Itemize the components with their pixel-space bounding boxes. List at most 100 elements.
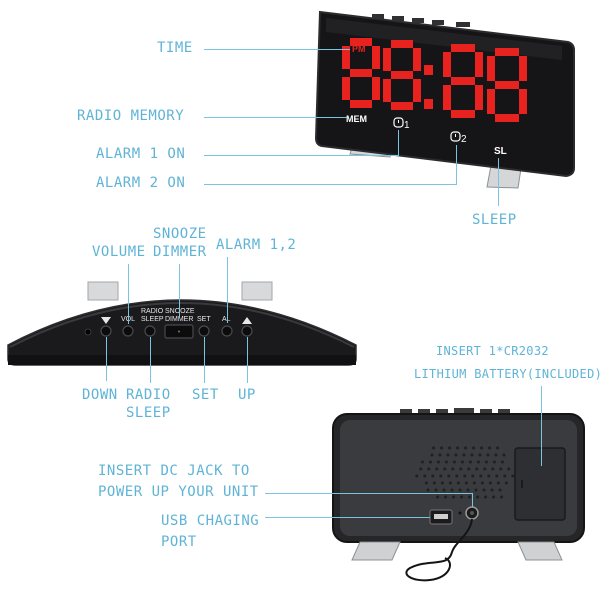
grille-hole [415, 474, 419, 478]
digit-4 [487, 48, 527, 122]
grille-hole [502, 453, 506, 457]
segment [342, 77, 350, 100]
grille-hole [428, 460, 432, 464]
grille-hole [435, 467, 439, 471]
leader-time [204, 49, 350, 50]
segment [475, 85, 483, 110]
grille-hole [443, 467, 447, 471]
alarm1-number: 1 [404, 120, 410, 131]
segment [495, 114, 519, 122]
segment [383, 48, 391, 71]
grille-hole [448, 446, 452, 450]
label-dc-line2: POWER UP YOUR UNIT [98, 484, 259, 500]
grille-hole [467, 467, 471, 471]
grille-hole [452, 495, 456, 499]
led-digits [342, 38, 527, 122]
grille-hole [460, 495, 464, 499]
print-sleep: SLEEP [141, 316, 164, 323]
pm-indicator: PM [352, 44, 366, 54]
leader-dc-v [472, 493, 473, 507]
grille-hole [484, 495, 488, 499]
grille-hole [450, 488, 454, 492]
segment [372, 77, 380, 100]
alarm2-number: 2 [461, 134, 467, 145]
top-view: VOL RADIO SLEEP SNOOZE DIMMER SET AL SNO… [0, 225, 600, 425]
grille-hole [468, 460, 472, 464]
grille-hole [476, 495, 480, 499]
up-arrow-icon [242, 317, 252, 324]
grille-hole [476, 460, 480, 464]
grille-hole [440, 446, 444, 450]
grille-hole [454, 453, 458, 457]
grille-hole [500, 460, 504, 464]
grille-hole [460, 460, 464, 464]
leader-set [204, 337, 205, 383]
grille-hole [494, 453, 498, 457]
grille-hole [436, 495, 440, 499]
colon-bottom-dot [424, 99, 433, 109]
label-volume: VOLUME [92, 244, 146, 260]
leader-alarm2-on-v [456, 145, 457, 185]
label-dc-line1: INSERT DC JACK TO [98, 463, 250, 479]
grille-hole [511, 474, 515, 478]
grille-hole [486, 453, 490, 457]
front-view: PM MEM 1 2 SL TIME RADIO MEMORY ALARM 1 … [0, 0, 600, 230]
grille-hole [423, 474, 427, 478]
segment [487, 89, 495, 114]
grille-hole [479, 474, 483, 478]
print-dimmer: DIMMER [165, 316, 193, 323]
grille-hole [436, 460, 440, 464]
grille-hole [464, 481, 468, 485]
grille-hole [500, 495, 504, 499]
segment [391, 102, 413, 110]
label-battery-line2: LITHIUM BATTERY(INCLUDED) [414, 367, 600, 381]
segment [391, 40, 413, 48]
leader-snooze [179, 264, 180, 318]
grille-hole [488, 446, 492, 450]
label-radio: RADIO [126, 387, 171, 403]
leader-up [247, 337, 248, 383]
radio-sleep-button [144, 325, 156, 337]
segment [372, 46, 380, 69]
grille-hole [475, 467, 479, 471]
grille-hole [499, 467, 503, 471]
grille-hole [451, 467, 455, 471]
segment [350, 38, 372, 46]
segment [451, 110, 475, 118]
alarm1-icon [393, 117, 404, 128]
label-radio-memory: RADIO MEMORY [77, 108, 185, 124]
up-button [241, 325, 253, 337]
segment [350, 100, 372, 108]
grille-hole [464, 446, 468, 450]
leader-radio-memory [204, 117, 347, 118]
segment [350, 69, 372, 77]
grille-hole [448, 481, 452, 485]
leader-alarm1-on-v [398, 130, 399, 156]
grille-hole [419, 467, 423, 471]
print-radio: RADIO [141, 308, 164, 315]
grille-hole [470, 453, 474, 457]
reset-hole [84, 328, 92, 336]
label-sleep: SLEEP [472, 212, 517, 228]
grille-hole [480, 446, 484, 450]
label-sleep-button: SLEEP [126, 405, 171, 421]
segment [519, 89, 527, 114]
digit-3 [443, 44, 483, 118]
grille-hole [455, 474, 459, 478]
down-arrow-icon [101, 317, 111, 324]
clock-top-illustration: VOL RADIO SLEEP SNOOZE DIMMER SET AL [7, 281, 357, 366]
leader-dc-h [265, 493, 472, 494]
back-view: INSERT 1*CR2032 LITHIUM BATTERY(INCLUDED… [0, 330, 600, 600]
grille-hole [496, 481, 500, 485]
grille-hole [420, 460, 424, 464]
grille-hole [456, 481, 460, 485]
grille-hole [438, 453, 442, 457]
grille-hole [471, 474, 475, 478]
clock-back-illustration [332, 408, 585, 582]
grille-hole [472, 446, 476, 450]
grille-hole [444, 460, 448, 464]
grille-hole [446, 453, 450, 457]
down-button [100, 325, 112, 337]
grille-hole [495, 474, 499, 478]
grille-hole [456, 446, 460, 450]
